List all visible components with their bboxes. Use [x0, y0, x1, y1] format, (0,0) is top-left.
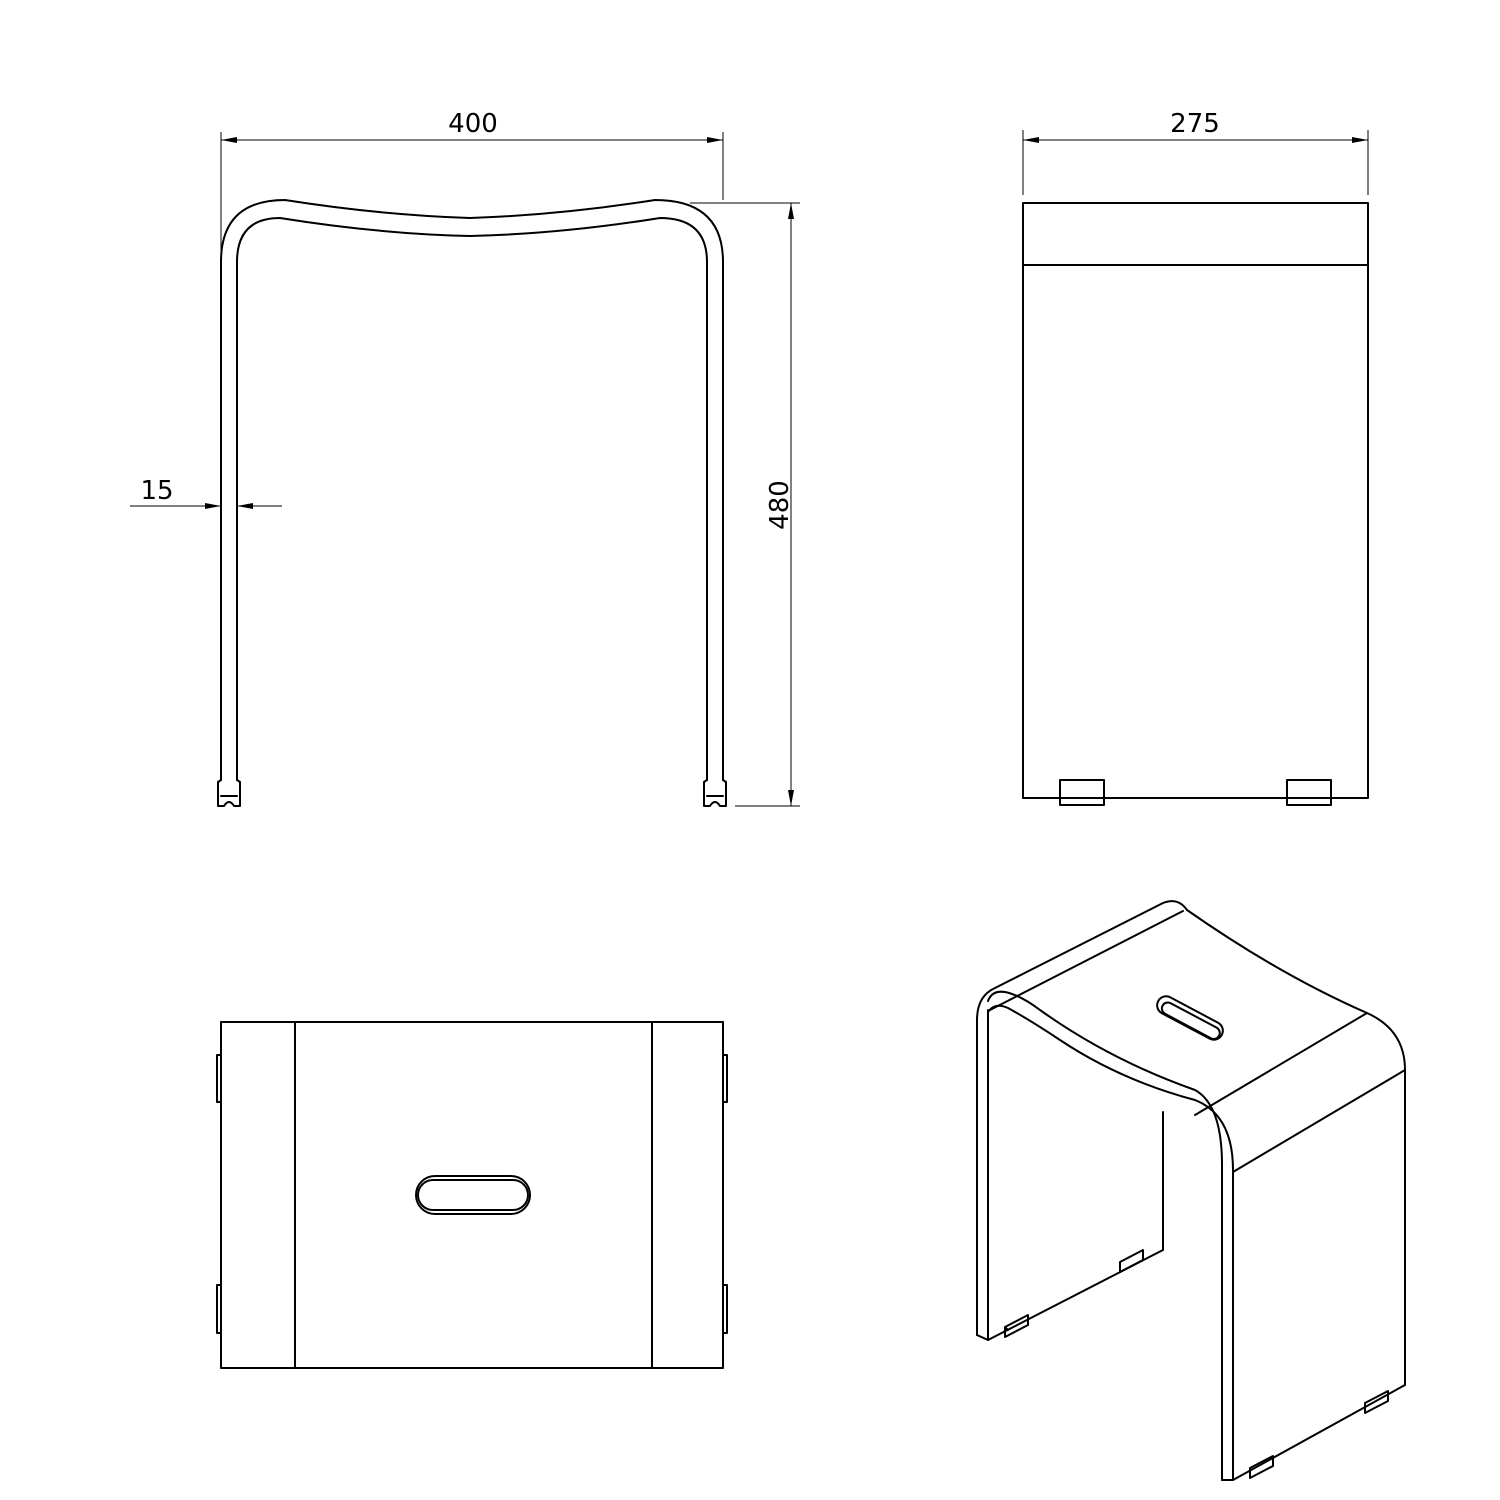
foot-right [703, 779, 727, 807]
foot-tab [216, 1054, 222, 1103]
right-panel-top [1232, 1069, 1406, 1173]
seat-outline [220, 1021, 724, 1369]
handle-slot [415, 1175, 531, 1215]
stool-inner-profile [236, 217, 708, 781]
top-view [216, 1021, 728, 1369]
front-view: 400 480 15 [130, 109, 800, 807]
dimension-depth-label: 275 [1170, 109, 1220, 139]
seat-front-outer [987, 990, 1223, 1481]
left-panel-outer [976, 900, 1188, 1336]
seat-front-inner [987, 1004, 1234, 1481]
foot [1004, 1314, 1029, 1338]
foot-tab [216, 1284, 222, 1334]
dimension-width-label: 400 [448, 109, 498, 139]
foot-back [1286, 779, 1332, 806]
foot-tab [722, 1054, 728, 1103]
foot-left [217, 779, 241, 807]
iso-feet [1004, 1249, 1389, 1479]
side-panel [1022, 202, 1369, 799]
isometric-view [976, 900, 1406, 1481]
stool-outer-profile [220, 199, 724, 781]
foot [1119, 1249, 1144, 1273]
seat-back-curve [1186, 909, 1406, 1071]
handle-slot-inner [417, 1179, 529, 1211]
side-view: 275 [1022, 109, 1369, 806]
seat-front-edge [1194, 1012, 1368, 1116]
right-panel-bottom [1232, 1384, 1406, 1481]
foot [1364, 1390, 1389, 1414]
foot [1249, 1455, 1274, 1479]
foot-front [1059, 779, 1105, 806]
left-panel-edge [976, 1111, 1164, 1341]
iso-handle-slot [1156, 995, 1224, 1041]
dimension-thickness-label: 15 [140, 476, 173, 506]
seat-back-edge [989, 910, 1184, 1011]
foot-tab [722, 1284, 728, 1334]
dimension-height-label: 480 [765, 480, 795, 530]
